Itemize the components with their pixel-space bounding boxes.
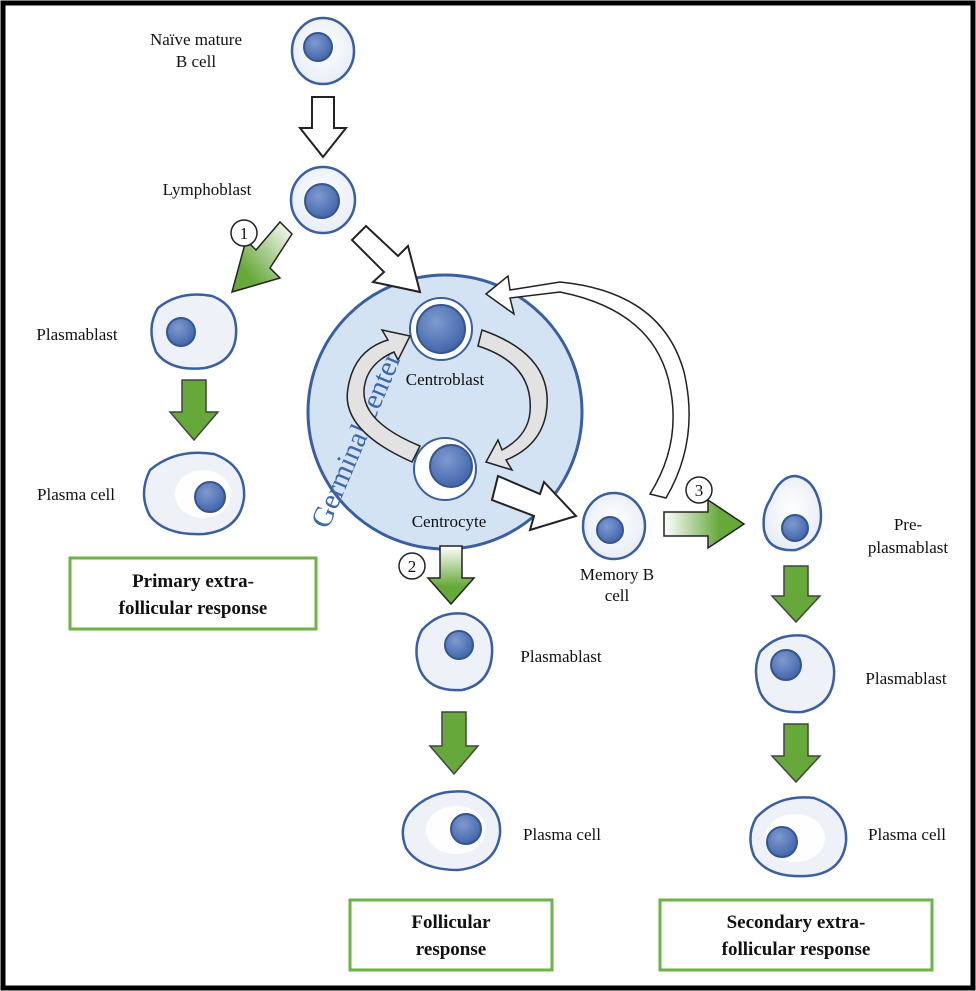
primary-response-box: Primary extra- follicular response [68,556,318,631]
lymphoblast-cell [289,165,357,235]
svg-text:1: 1 [240,224,249,243]
label-memory-line2: cell [605,586,630,605]
label-naive-line2: B cell [176,52,216,71]
arrow-step1-to-plasmablast [230,220,293,294]
primary-plasma-cell [142,451,246,536]
label-plasma-primary: Plasma cell [37,485,115,504]
label-naive-line1: Naïve mature [150,30,242,49]
arrow-step3-to-preplasmablast [663,498,746,550]
label-lymphoblast: Lymphoblast [163,180,252,199]
label-preplasmablast-line1: Pre- [894,515,923,534]
step-3-marker: 3 [685,476,713,504]
arrow-memory-to-centroblast [484,274,690,499]
follicular-plasma-cell [401,790,502,872]
step-2-marker: 2 [398,552,426,580]
label-plasmablast-primary: Plasmablast [36,325,117,344]
secondary-response-line2: follicular response [722,939,871,960]
arrow-follicular-plasmablast-to-plasma [428,711,480,776]
memory-b-cell [581,491,647,561]
centrocyte-cell [413,437,477,501]
secondary-plasmablast-cell [754,634,836,714]
follicular-response-line1: Follicular [411,912,491,933]
label-centroblast: Centroblast [406,370,485,389]
follicular-plasmablast-cell [415,612,494,692]
arrow-centrocyte-to-centroblast [346,328,422,463]
primary-plasmablast-cell [150,293,238,370]
arrow-lymphoblast-to-centroblast [350,224,422,294]
label-preplasmablast-line2: plasmablast [868,538,949,557]
naive-b-cell [290,16,356,86]
arrow-centrocyte-to-memory [490,474,578,532]
secondary-response-box: Secondary extra- follicular response [658,898,934,972]
follicular-response-line2: response [416,939,486,960]
label-plasma-secondary: Plasma cell [868,825,946,844]
primary-response-line2: follicular response [119,598,268,619]
label-memory-line1: Memory B [580,565,654,584]
label-plasmablast-follicular: Plasmablast [520,647,601,666]
arrow-naive-to-lymphoblast [297,96,349,159]
label-centrocyte: Centrocyte [412,512,487,531]
label-plasmablast-secondary: Plasmablast [865,669,946,688]
secondary-response-line1: Secondary extra- [727,912,866,933]
svg-text:3: 3 [695,481,704,500]
preplasmablast-cell [762,474,823,552]
arrow-secondary-plasmablast-to-plasma [770,723,822,784]
svg-text:2: 2 [408,557,417,576]
arrow-primary-plasmablast-to-plasma [168,379,220,442]
follicular-response-box: Follicular response [348,898,554,972]
arrow-preplasmablast-to-plasmablast [770,565,822,624]
label-plasma-follicular: Plasma cell [523,825,601,844]
step-1-marker: 1 [230,219,258,247]
centroblast-cell [409,297,473,361]
arrow-centroblast-to-centrocyte [477,329,548,472]
arrow-step2-to-plasmablast [426,545,476,606]
primary-response-line1: Primary extra- [132,571,254,592]
secondary-plasma-cell [749,796,848,878]
